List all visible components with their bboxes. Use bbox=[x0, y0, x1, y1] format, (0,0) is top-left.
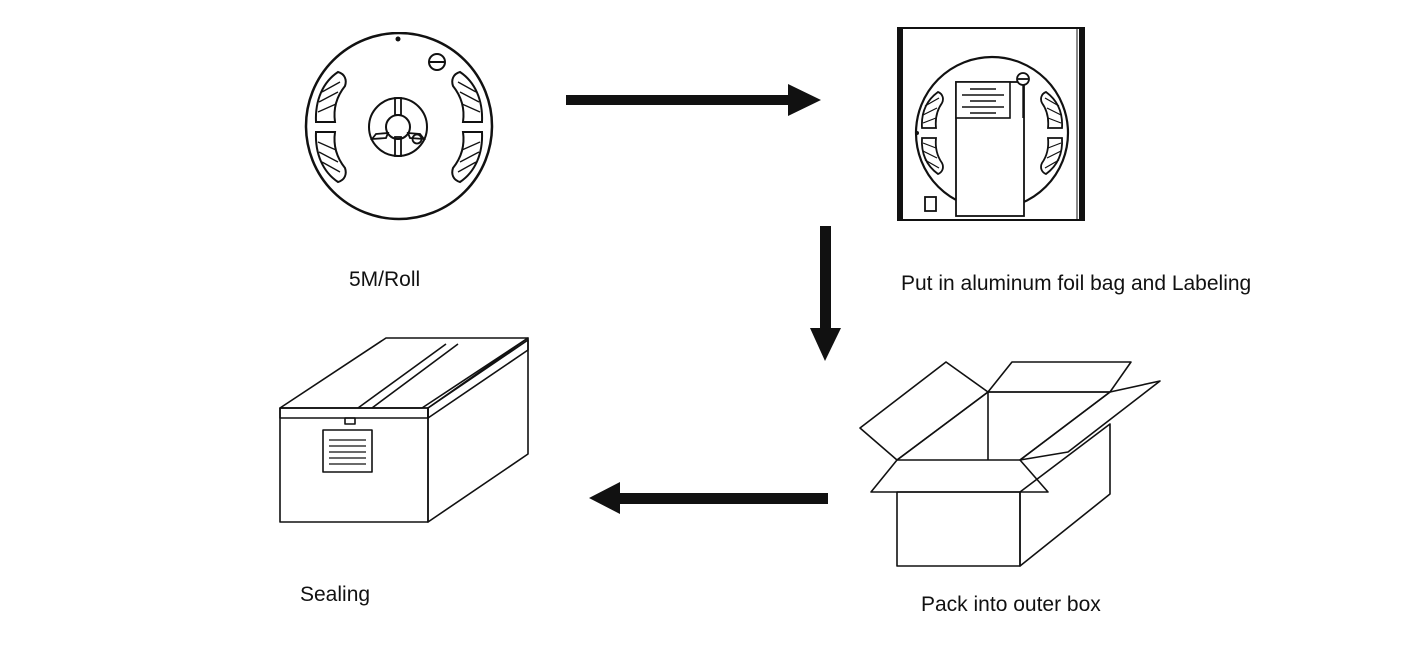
reel-icon bbox=[304, 32, 494, 221]
arrow-down-icon bbox=[810, 226, 841, 361]
step-label-sealing: Sealing bbox=[300, 583, 371, 606]
sealed-box-icon bbox=[279, 337, 529, 523]
step-label-foil-bag: Put in aluminum foil bag and Labeling bbox=[901, 272, 1252, 295]
arrow-right-icon bbox=[566, 84, 821, 116]
step-label-outer-box: Pack into outer box bbox=[921, 593, 1101, 616]
arrow-left-icon bbox=[589, 482, 828, 514]
foil-bag-icon bbox=[897, 27, 1085, 221]
open-box-icon bbox=[859, 361, 1161, 567]
step-label-roll: 5M/Roll bbox=[349, 268, 421, 291]
